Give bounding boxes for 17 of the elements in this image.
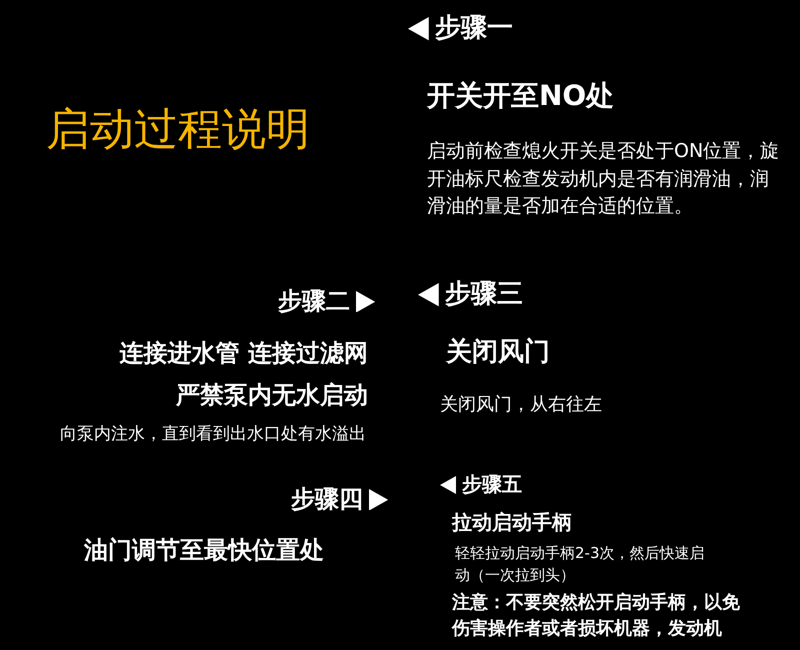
step-heading: 步骤一 [434, 12, 513, 45]
step-title: 拉动启动手柄 [452, 509, 572, 536]
step-title: 连接进水管 连接过滤网 [120, 338, 368, 369]
step-description: 向泵内注水，直到看到出水口处有水溢出 [60, 423, 366, 446]
step-heading: 步骤四 [290, 484, 363, 515]
step-heading: 步骤二 [278, 286, 350, 317]
step-title: 关闭风门 [446, 336, 550, 369]
step-description: 启动前检查熄火开关是否处于ON位置，旋开油标尺检查发动机内是否有润滑油，润滑油的量是否加在合适的位置。 [427, 139, 780, 220]
title: 启动过程说明 [46, 103, 310, 157]
warning-text: 注意：不要突然松开启动手柄，以免伤害操作者或者损坏机器，发动机 [452, 591, 741, 642]
step-description: 轻轻拉动启动手柄2-3次，然后快速启动（一次拉到头） [455, 543, 705, 586]
step-title: 油门调节至最快位置处 [84, 535, 324, 566]
step-heading: 步骤五 [462, 471, 522, 498]
warning-text: 严禁泵内无水启动 [176, 380, 368, 411]
step-heading: 步骤三 [444, 278, 523, 311]
step-description: 关闭风门，从右往左 [440, 393, 602, 417]
step-title: 开关开至NO处 [427, 78, 614, 114]
